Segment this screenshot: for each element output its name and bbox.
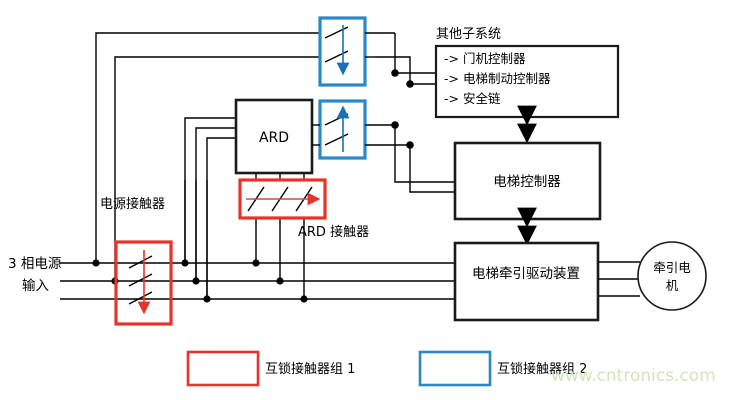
subsystem-item-safety-chain: -> 安全链 [444,91,501,106]
input-labels: 3 相电源 输入 电源接触器 ARD 接触器 [8,196,369,294]
watermark: www.cntronics.com [551,366,716,386]
control-bus-junction-dots [391,69,414,149]
subsystem-item-door-controller: -> 门机控制器 [444,51,526,66]
wiring-bus-left [95,32,320,281]
other-subsystems-caption: 其他子系统 [436,27,501,42]
wiring-drive-to-motor [598,261,640,297]
three-phase-input-label-line1: 3 相电源 [8,256,62,272]
interlock-contactor-blue-top [318,16,395,87]
subsystem-item-brake-controller: -> 电梯制动控制器 [444,71,551,86]
wiring-control-bus [375,33,455,193]
ard-contactor-interlock-box [238,178,327,220]
elevator-controller-block: 电梯控制器 [453,141,602,221]
traction-motor-label-line1: 牵引电 [653,260,691,275]
traction-drive-block: 电梯牵引驱动装置 [453,241,600,322]
ard-block: ARD [234,98,314,175]
power-contactor-label: 电源接触器 [100,196,165,212]
wiring-rail-taps [184,180,208,299]
ard-block-label: ARD [259,130,289,146]
three-phase-input-label-line2: 输入 [22,278,49,294]
power-contactor-interlock-box [114,240,173,326]
legend-label-group-1: 互锁接触器组 1 [265,361,355,377]
traction-motor: 牵引电 机 [637,241,707,311]
ard-contactor-label: ARD 接触器 [298,224,369,240]
other-subsystems-block: 其他子系统 -> 门机控制器 -> 电梯制动控制器 -> 安全链 [434,27,620,119]
traction-motor-label-line2: 机 [666,278,679,293]
traction-drive-label: 电梯牵引驱动装置 [472,266,580,282]
elevator-controller-label: 电梯控制器 [493,174,561,190]
legend-item-interlock-group-2: 互锁接触器组 2 [418,350,587,387]
legend-label-group-2: 互锁接触器组 2 [497,361,587,377]
legend: 互锁接触器组 1 互锁接触器组 2 [186,350,587,387]
interlock-contactor-blue-bottom [312,99,410,160]
legend-item-interlock-group-1: 互锁接触器组 1 [186,350,355,387]
